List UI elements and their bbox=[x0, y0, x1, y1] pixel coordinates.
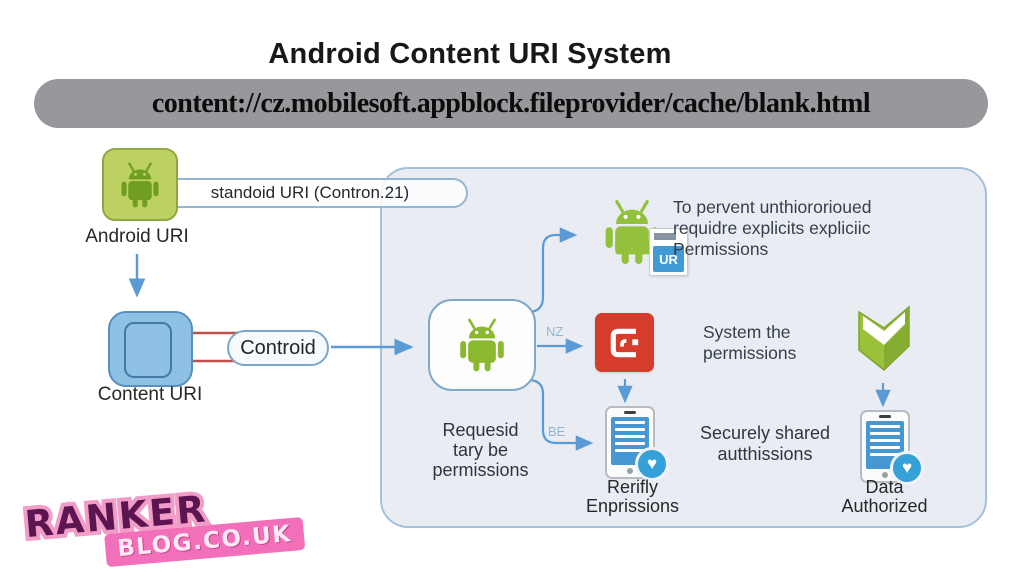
page-title: Android Content URI System bbox=[268, 38, 672, 70]
system-line2: permissions bbox=[703, 343, 797, 363]
system-line1: System the bbox=[703, 322, 791, 342]
secure-line1: Securely shared bbox=[699, 423, 831, 443]
system-permissions-text: System the permissions bbox=[703, 322, 863, 364]
request-line1: Requesid bbox=[442, 420, 519, 440]
nz-arrow-label: NZ bbox=[546, 324, 564, 339]
ur-document-icon: UR bbox=[649, 228, 688, 276]
be-arrow-label: BE bbox=[548, 424, 566, 439]
heart-badge-icon: ♥ bbox=[890, 451, 924, 485]
data-authorized-label: Data Authorized bbox=[822, 478, 947, 516]
center-android-box bbox=[428, 299, 536, 391]
verify-line1: Rerifly bbox=[606, 477, 658, 497]
secure-shared-text: Securely shared autthissions bbox=[690, 423, 840, 465]
data-line2: Authorized bbox=[841, 496, 928, 516]
android-uri-label: Android URI bbox=[85, 226, 189, 247]
phone-speaker bbox=[879, 415, 891, 418]
prevent-line3: Permissions bbox=[673, 239, 769, 259]
standoid-uri-text: standoid URI (Contron.21) bbox=[210, 183, 410, 202]
heart-badge-icon: ♥ bbox=[635, 447, 669, 481]
controid-text: Controid bbox=[240, 336, 316, 359]
android-robot-icon bbox=[460, 318, 504, 372]
content-uri-label: Content URI bbox=[97, 384, 203, 405]
permission-maze-icon bbox=[595, 313, 654, 372]
phone-home-button bbox=[627, 468, 633, 474]
data-line1: Data bbox=[865, 477, 904, 497]
secure-line2: autthissions bbox=[717, 444, 813, 464]
content-uri-icon bbox=[108, 311, 193, 387]
content-uri-icon-inner bbox=[124, 322, 172, 378]
ur-badge: UR bbox=[653, 246, 684, 272]
controid-pill: Controid bbox=[227, 330, 329, 366]
android-uri-app-icon bbox=[102, 148, 178, 221]
content-uri-text: content://cz.mobilesoft.appblock.filepro… bbox=[151, 87, 871, 119]
verify-phone-icon: ♥ bbox=[605, 406, 669, 481]
prevent-line2: requidre explicits expliciic bbox=[673, 218, 871, 238]
phone-speaker bbox=[624, 411, 636, 414]
phone-home-button bbox=[882, 472, 888, 478]
bookmark-icon bbox=[853, 304, 915, 381]
bookmark-glyph bbox=[858, 305, 910, 371]
ur-document-topbar bbox=[654, 233, 676, 240]
verify-line2: Enprissions bbox=[585, 496, 680, 516]
prevent-line1: To pervent unthiororioued bbox=[673, 197, 872, 217]
standoid-uri-pill: standoid URI (Contron.21) bbox=[152, 178, 468, 208]
content-uri-pill: content://cz.mobilesoft.appblock.filepro… bbox=[34, 79, 988, 128]
request-line3: permissions bbox=[432, 460, 529, 480]
data-phone-icon: ♥ bbox=[860, 410, 924, 485]
request-permissions-text: Requesid tary be permissions bbox=[418, 420, 543, 480]
maze-glyph bbox=[610, 328, 638, 357]
prevent-permissions-text: To pervent unthiororioued requidre expli… bbox=[673, 197, 973, 260]
android-robot-icon bbox=[121, 162, 159, 207]
verify-label: Rerifly Enprissions bbox=[570, 478, 695, 516]
request-line2: tary be bbox=[452, 440, 509, 460]
